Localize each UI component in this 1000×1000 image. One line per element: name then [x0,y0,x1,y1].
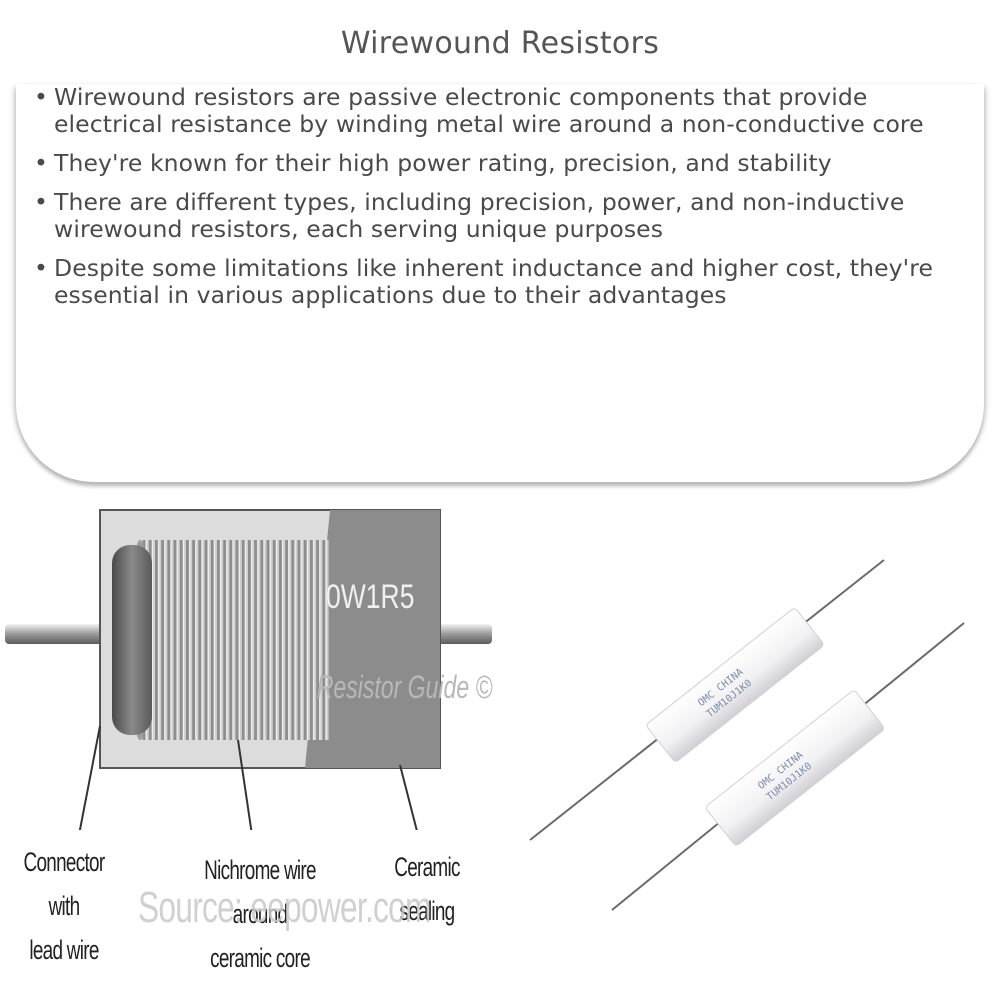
resistor-photo-1: OMC CHINA TUM10J1K0 [529,559,885,841]
bullet-dot: • [34,83,48,111]
left-lead-wire [5,624,115,644]
bullet-text: They're known for their high power ratin… [54,149,832,177]
source-watermark: Source: eepower.com [138,883,431,932]
label-ceramic-sealing: Ceramic sealing [389,845,466,933]
label-connector: Connector with lead wire [15,840,113,972]
resistor-guide-brand: Resistor Guide © [317,669,493,705]
resistor-1-body [646,608,824,762]
resistor-2-body [706,690,884,846]
label-wire-line2: ceramic core [210,943,310,973]
bullet-dot: • [34,254,48,282]
label-sealing-line2: sealing [399,896,456,926]
bullet-text: There are different types, including pre… [54,188,905,243]
connector-cap [112,545,152,735]
label-wire-line1: Nichrome wire around [204,855,316,929]
bullet-list: •Wirewound resistors are passive electro… [34,84,954,321]
bullet-item: •There are different types, including pr… [34,189,954,243]
bullet-dot: • [34,188,48,216]
bullet-dot: • [34,149,48,177]
bullet-item: •They're known for their high power rati… [34,150,954,177]
nichrome-coil [140,540,330,740]
ceramic-sealing-section [305,510,440,768]
label-sealing-line1: Ceramic [394,852,460,882]
label-connector-line1: Connector with [23,847,106,921]
bullet-text: Wirewound resistors are passive electron… [54,83,924,138]
resistor-cutaway-diagram: 0W1R5 Resistor Guide © [5,509,493,830]
page-title: Wirewound Resistors [340,26,660,61]
summary-card [16,84,984,482]
bullet-item: •Despite some limitations like inherent … [34,255,954,309]
label-nichrome-wire: Nichrome wire around ceramic core [183,848,337,980]
pointer-connector [78,725,101,830]
pointer-sealing [399,764,418,830]
bullet-text: Despite some limitations like inherent i… [54,254,934,309]
resistor-marking: 0W1R5 [326,578,414,616]
resistors-photo: OMC CHINA TUM10J1K0 OMC CHINA TUM10J1K0 [529,559,965,911]
label-connector-line2: lead wire [29,935,99,965]
pointer-wire [237,739,253,830]
bullet-item: •Wirewound resistors are passive electro… [34,84,954,138]
